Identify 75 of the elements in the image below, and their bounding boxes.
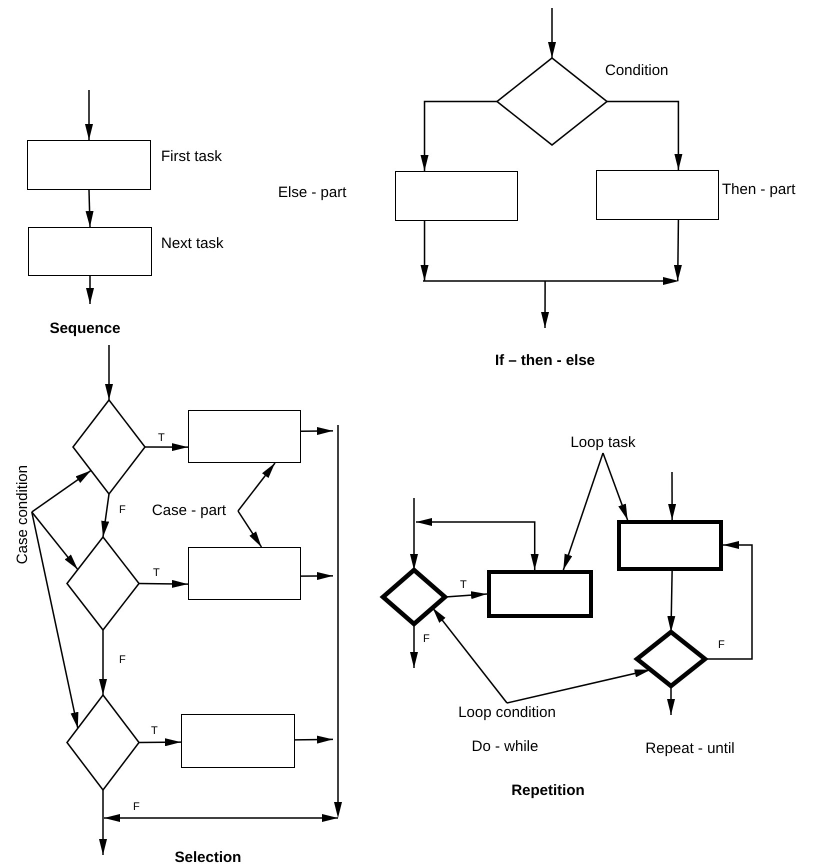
arrow [416,518,539,570]
arrow [444,591,488,600]
arrow [145,443,188,452]
node-caption: Else - part [278,184,346,201]
arrow [541,281,550,328]
edge-label: T [157,433,166,444]
caption-text: Do - while [472,738,538,755]
arrow [101,494,110,538]
arrow [86,276,94,304]
arrow [31,512,78,570]
arrow [237,462,276,512]
arrow [294,736,334,744]
arrow [410,624,418,668]
junction-line [333,425,343,818]
edge-label: T [150,726,159,737]
edge-label: F [118,505,127,516]
arrow [31,470,92,513]
arrow [104,814,338,822]
arrow [86,190,94,228]
process-box [596,170,719,220]
arrow [548,8,556,58]
arrow [99,630,107,695]
arrow [420,221,429,281]
decision-diamond [67,695,139,790]
arrow [301,572,333,580]
node-caption: First task [161,148,222,165]
edge-label: T [459,580,468,591]
decision-diamond [67,537,139,630]
arrow [667,570,676,632]
process-box [188,410,301,463]
node-caption: Condition [605,62,668,79]
callout-label: Loop condition [450,703,564,723]
decision-diamond [73,400,145,494]
process-box [28,227,152,276]
process-box [27,140,151,190]
arrow [31,512,79,728]
callout-label: Loop task [560,433,646,453]
arrow [138,580,188,588]
section-title: Repetition [511,782,585,799]
node-caption: Next task [161,235,224,252]
process-box [617,520,723,571]
edge-label: F [132,802,141,813]
edge-label: F [422,634,431,645]
arrow [105,345,113,400]
arrow [667,686,675,715]
section-title: If – then - else [494,352,596,369]
arrow [410,498,418,570]
arrow [668,472,676,520]
process-box [181,714,295,768]
edge-label: F [717,640,726,651]
arrow [705,541,753,660]
process-box [188,547,301,600]
arrow [674,220,682,281]
arrow [301,427,333,436]
arrow [562,452,604,570]
arrow [420,100,497,171]
arrow [139,738,181,746]
process-box [487,570,593,618]
arrow [85,90,93,140]
vertical-label: Case condition [12,440,34,590]
arrow [99,790,107,855]
section-title: Sequence [50,320,120,337]
decision-diamond [497,58,607,145]
arrow [607,100,682,170]
junction-line [423,276,679,286]
arrow [237,510,262,548]
process-box [395,171,518,221]
edge-label: F [118,655,127,666]
arrow [602,452,628,520]
section-title: Selection [174,849,242,866]
callout-label: Case - part [140,500,238,522]
caption-text: Repeat - until [645,740,735,757]
node-caption: Then - part [722,181,796,198]
arrow [432,607,508,704]
edge-label: T [152,568,161,579]
